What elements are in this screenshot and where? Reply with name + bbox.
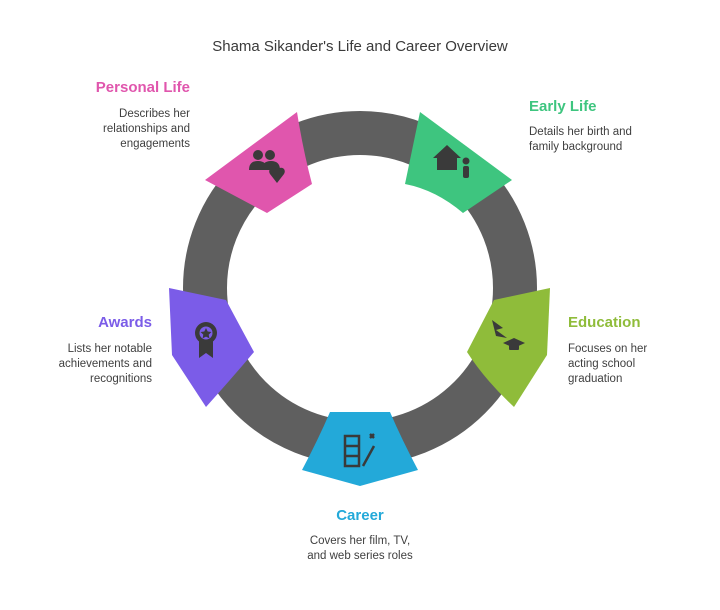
career-description: Covers her film, TV, and web series role… (307, 535, 413, 562)
home-family-icon (433, 145, 470, 178)
diagram-title: Shama Sikander's Life and Career Overvie… (212, 38, 508, 55)
segment-personal-life (205, 112, 312, 213)
early-life-description: Details her birth and family background (529, 126, 632, 153)
personal-life-label: Personal Life (95, 79, 190, 96)
segment-career (302, 412, 418, 486)
graduation-icon (492, 320, 525, 350)
segment-education (467, 288, 550, 407)
segment-early-life (405, 112, 512, 213)
education-label: Education (568, 314, 641, 331)
personal-life-description: Describes her relationships and engageme… (103, 108, 190, 150)
award-badge-icon (195, 322, 217, 358)
relationship-icon (249, 150, 285, 183)
early-life-label: Early Life (529, 98, 597, 115)
segment-awards (169, 288, 254, 407)
film-script-icon (343, 433, 376, 468)
career-label: Career (336, 507, 384, 524)
awards-description: Lists her notable achievements and recog… (58, 343, 152, 385)
awards-label: Awards (98, 314, 152, 331)
education-description: Focuses on her acting school graduation (568, 343, 648, 385)
